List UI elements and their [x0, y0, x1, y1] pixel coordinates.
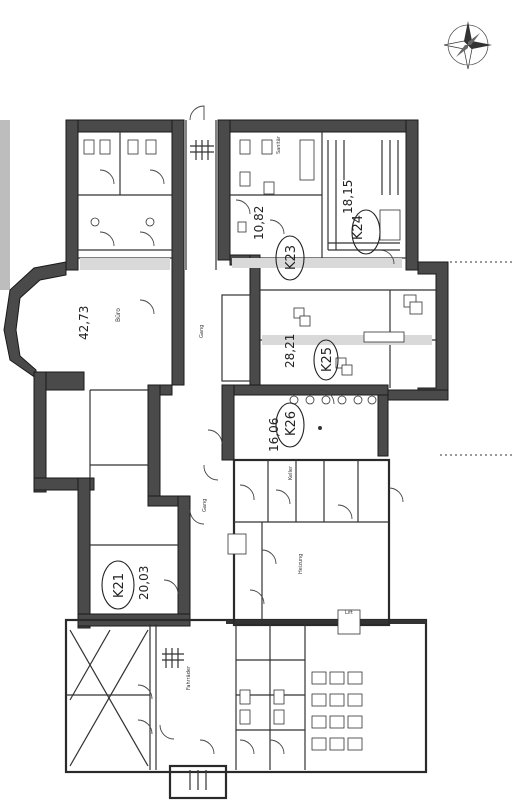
- room-k24-code: K24: [351, 215, 366, 240]
- door-swings: [99, 105, 404, 755]
- scan-edge: [0, 120, 10, 290]
- room-k24-area: 18,15: [341, 180, 355, 214]
- shower-hatch: [69, 629, 149, 767]
- compass-rose-icon: [443, 21, 492, 70]
- room-k23-mark: K23 10,82: [252, 206, 305, 281]
- sauna-benches: [327, 140, 401, 251]
- shaded-areas: [80, 258, 432, 345]
- machines-k26: [289, 395, 377, 430]
- wall-bay-buro: [3, 261, 67, 379]
- room-k23-area: 10,82: [252, 206, 266, 240]
- wall-block-top-left: [65, 119, 185, 386]
- room-k23-code: K23: [284, 245, 299, 270]
- wall-right-middle: [232, 458, 391, 627]
- room-k26-code: K26: [284, 411, 299, 436]
- room-k25-code: K25: [320, 347, 335, 372]
- room-gang-label: Gang: [199, 325, 205, 338]
- room-buro-label: Büro: [115, 308, 122, 322]
- room-k25-mark: K25 28,21: [283, 334, 339, 381]
- room-k21-mark: K21 20,03: [101, 560, 151, 610]
- shaft: [227, 533, 247, 555]
- wall-block-top-right: [217, 119, 419, 396]
- room-k21-area: 20,03: [137, 566, 151, 600]
- room-fahrrad-label: Fahrräder: [186, 665, 192, 690]
- room-heizung-label: Heizung: [298, 554, 304, 574]
- wall-k26: [221, 384, 389, 461]
- wall-bottom-block: [64, 618, 428, 800]
- furniture-k25: [293, 294, 423, 376]
- room-sanitar-label: Sanitär: [276, 135, 282, 154]
- room-keller-label: Keller: [288, 465, 294, 480]
- storage-compartments: [239, 671, 363, 751]
- room-k26-mark: K26 16,06: [267, 402, 305, 452]
- lift-shaft: [337, 609, 361, 635]
- corridor-grid: [162, 140, 214, 790]
- room-k24-mark: K24 18,15: [341, 180, 381, 255]
- sanitary-fixtures: [83, 139, 315, 233]
- room-gang-label-2: Gang: [202, 499, 208, 512]
- room-lift-label: Lift: [345, 610, 353, 616]
- wall-right-bumpout: [377, 261, 449, 457]
- room-k25-area: 28,21: [283, 334, 297, 368]
- room-k26-area: 16,06: [267, 418, 281, 452]
- room-k21-code: K21: [112, 573, 127, 598]
- room-buro-area: 42,73: [77, 306, 91, 340]
